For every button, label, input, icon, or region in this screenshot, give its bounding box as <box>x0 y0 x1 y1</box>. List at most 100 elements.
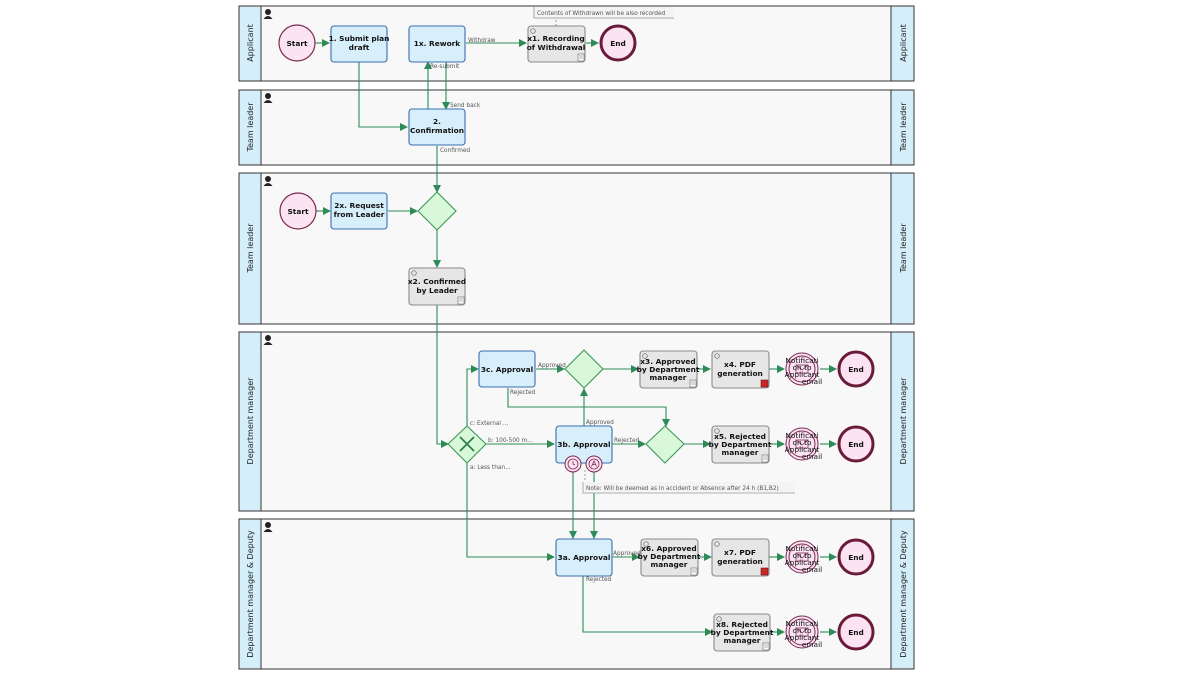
envelope-icon <box>795 552 809 562</box>
note-withdrawal-text: Contents of Withdrawn will be also recor… <box>537 11 666 17</box>
note-deemed: Note: Will be deemed as in accident or A… <box>582 482 795 494</box>
end-label: End <box>848 365 864 374</box>
gear-icon <box>642 353 648 359</box>
start-event-2[interactable]: Start <box>279 192 317 230</box>
start-label: Start <box>287 207 308 216</box>
sequence-flows <box>315 39 837 636</box>
gear-icon <box>714 541 720 547</box>
end-event-1[interactable]: End <box>599 24 637 62</box>
start-label: Start <box>286 39 307 48</box>
svg-text:3a. Approval: 3a. Approval <box>558 553 611 562</box>
note-withdrawal: Contents of Withdrawn will be also recor… <box>533 7 674 19</box>
label-approved-3a: Approved <box>613 551 641 557</box>
label-resubmit: Re-submit <box>430 64 460 70</box>
end-label: End <box>848 628 864 637</box>
lane-label-right: Department manager & Deputy <box>899 530 908 658</box>
start-event-1[interactable]: Start <box>278 24 316 62</box>
label-a-less: a: Less than... <box>470 465 511 471</box>
task-approval-3c[interactable]: 3c. Approval <box>478 350 536 388</box>
task-rework[interactable]: 1x. Rework <box>408 25 466 63</box>
lane-label-right: Department manager <box>899 377 908 465</box>
svg-text:3b. Approval: 3b. Approval <box>557 440 610 449</box>
label-withdraw: Withdraw <box>468 38 496 44</box>
label-rejected-3c: Rejected <box>510 390 536 396</box>
lane-label-left: Department manager & Deputy <box>246 530 255 658</box>
user-icon <box>263 335 273 345</box>
lane-label-left: Applicant <box>246 24 255 62</box>
pdf-icon <box>760 567 769 576</box>
gear-icon <box>714 353 720 359</box>
pdf-icon <box>760 379 769 388</box>
label-rejected-3b: Rejected <box>614 438 640 444</box>
envelope-icon <box>795 364 809 374</box>
gateway-approval-3b[interactable] <box>645 425 685 464</box>
lane-label-right: Team leader <box>899 102 908 153</box>
signal-icon <box>585 455 603 473</box>
envelope-icon <box>795 627 809 637</box>
label-send-back: Send back <box>450 103 481 109</box>
task-confirmation[interactable]: 2.Confirmation <box>408 108 466 146</box>
gateway-join-confirmation[interactable] <box>417 191 457 231</box>
script-icon <box>762 642 770 651</box>
lane-team-leader-1: Team leader Team leader <box>238 89 915 166</box>
lane-label-left: Department manager <box>246 377 255 465</box>
lane-label-right: Applicant <box>899 24 908 62</box>
label-b-range: b: 100-500 m... <box>488 438 533 444</box>
end-event-5[interactable]: End <box>837 613 875 651</box>
gateway-exclusive-amount[interactable] <box>447 425 487 464</box>
gear-icon <box>643 541 649 547</box>
svg-text:3c. Approval: 3c. Approval <box>481 365 533 374</box>
end-event-2[interactable]: End <box>837 350 875 388</box>
end-event-4[interactable]: End <box>837 538 875 576</box>
timer-icon <box>564 455 582 473</box>
note-deemed-text: Note: Will be deemed as in accident or A… <box>586 486 779 492</box>
task-approval-3a[interactable]: 3a. Approval <box>555 538 613 577</box>
end-label: End <box>848 553 864 562</box>
task-approval-3b[interactable]: 3b. Approval <box>555 425 613 473</box>
end-event-3[interactable]: End <box>837 425 875 463</box>
note-associations <box>555 18 586 482</box>
gear-icon <box>411 270 417 276</box>
gateway-approval-3c[interactable] <box>564 349 604 389</box>
script-icon <box>690 567 698 576</box>
label-c-external: c: External ... <box>470 421 509 427</box>
svg-text:2.Confirmation: 2.Confirmation <box>410 117 464 135</box>
script-icon <box>689 379 697 388</box>
user-icon <box>263 93 273 103</box>
end-label: End <box>610 39 626 48</box>
end-label: End <box>848 440 864 449</box>
user-icon <box>263 9 273 19</box>
flow-tx2-to-gwx <box>436 305 449 448</box>
gear-icon <box>714 428 720 434</box>
flow-gwx-to-t3a <box>466 463 555 561</box>
gear-icon <box>530 28 536 34</box>
lane-label-left: Team leader <box>246 102 255 153</box>
script-icon <box>577 53 585 62</box>
